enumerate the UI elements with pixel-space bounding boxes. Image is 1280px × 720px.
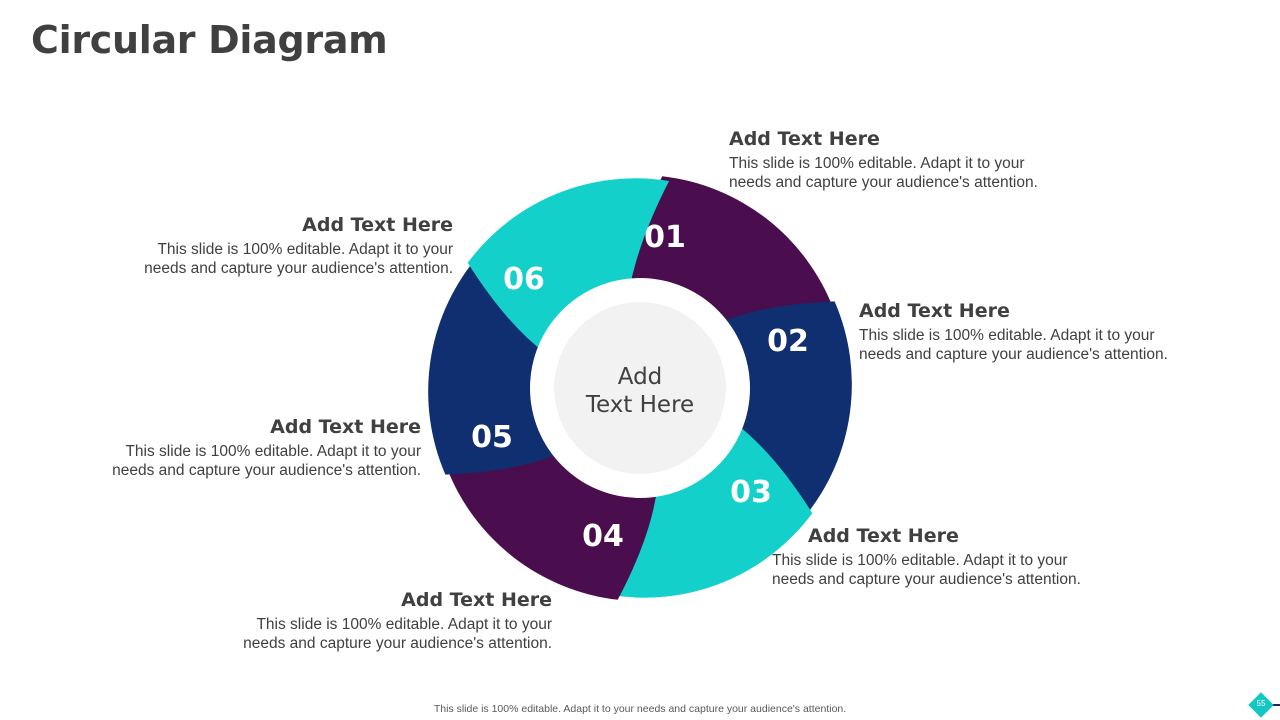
- segment-number-01: 01: [644, 220, 686, 255]
- center-text-line1: Add: [618, 364, 663, 390]
- callout-03: Add Text Here This slide is 100% editabl…: [772, 525, 1092, 589]
- callout-body: This slide is 100% editable. Adapt it to…: [232, 615, 552, 653]
- segment-number-05: 05: [471, 420, 513, 455]
- segment-06: [467, 178, 670, 354]
- callout-body-line: needs and capture your audience's attent…: [112, 462, 421, 479]
- callout-heading: Add Text Here: [270, 416, 421, 438]
- callout-body: This slide is 100% editable. Adapt it to…: [133, 240, 453, 278]
- segment-number-04: 04: [582, 519, 624, 554]
- callout-body-line: needs and capture your audience's attent…: [772, 571, 1081, 588]
- segment-number-03: 03: [730, 475, 772, 510]
- callout-heading: Add Text Here: [401, 589, 552, 611]
- callout-body: This slide is 100% editable. Adapt it to…: [101, 442, 421, 480]
- callout-body-line: needs and capture your audience's attent…: [729, 174, 1038, 191]
- slide-title: Circular Diagram: [31, 18, 388, 62]
- callout-heading: Add Text Here: [808, 525, 959, 547]
- callout-06: Add Text Here This slide is 100% editabl…: [133, 214, 453, 278]
- callout-heading: Add Text Here: [302, 214, 453, 236]
- segment-03: [610, 422, 813, 598]
- badge-bar: [1268, 704, 1280, 706]
- callout-04: Add Text Here This slide is 100% editabl…: [232, 589, 552, 653]
- segment-number-06: 06: [503, 262, 545, 297]
- callout-body-line: This slide is 100% editable. Adapt it to…: [157, 241, 453, 258]
- center-core: [554, 302, 726, 474]
- callout-body-line: This slide is 100% editable. Adapt it to…: [256, 616, 552, 633]
- segment-05: [428, 259, 564, 475]
- callout-body-line: needs and capture your audience's attent…: [243, 635, 552, 652]
- page-number: 55: [1256, 699, 1266, 708]
- callout-body-line: This slide is 100% editable. Adapt it to…: [729, 155, 1025, 172]
- callout-body-line: needs and capture your audience's attent…: [144, 260, 453, 277]
- callout-05: Add Text Here This slide is 100% editabl…: [101, 416, 421, 480]
- page-number-badge: 55: [1248, 692, 1280, 718]
- callout-02: Add Text Here This slide is 100% editabl…: [859, 300, 1179, 364]
- callout-body-line: needs and capture your audience's attent…: [859, 346, 1168, 363]
- segment-02: [716, 301, 852, 517]
- footer-note: This slide is 100% editable. Adapt it to…: [433, 703, 847, 715]
- center-text-line2: Text Here: [585, 392, 694, 418]
- callout-heading: Add Text Here: [859, 300, 1010, 322]
- callout-heading: Add Text Here: [729, 128, 880, 150]
- segment-number-02: 02: [767, 324, 809, 359]
- callout-body-line: This slide is 100% editable. Adapt it to…: [125, 443, 421, 460]
- callout-body: This slide is 100% editable. Adapt it to…: [772, 551, 1092, 589]
- callout-01: Add Text Here This slide is 100% editabl…: [729, 128, 1049, 192]
- callout-body-line: This slide is 100% editable. Adapt it to…: [772, 552, 1068, 569]
- callout-body-line: This slide is 100% editable. Adapt it to…: [859, 327, 1155, 344]
- callout-body: This slide is 100% editable. Adapt it to…: [729, 154, 1049, 192]
- callout-body: This slide is 100% editable. Adapt it to…: [859, 326, 1179, 364]
